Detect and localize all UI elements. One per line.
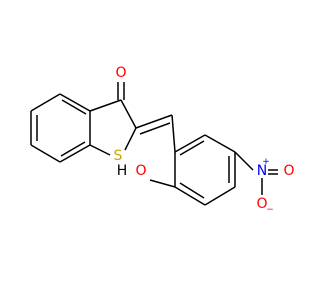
atom-nitro-nitrogen: N [257,163,267,179]
bond-exocyclic-2 [139,122,171,135]
atom-nitro-oxygen-bottom: O [256,196,267,212]
charge-nitro-oxygen: − [266,205,274,215]
bond-c3-c2 [120,99,137,129]
bonds [30,82,278,206]
charge-nitro-nitrogen: + [262,157,270,167]
bond-aryl-6-inner [179,140,205,156]
bond-benzo-1-inner [61,99,87,115]
bond-c3a-c3 [89,99,122,112]
bond-exocyclic-1 [135,114,173,129]
atom-carbonyl-oxygen: O [115,65,126,81]
bond-benzo-3-inner [60,141,86,157]
atom-hydroxyl-hydrogen: H [117,163,128,179]
bond-aryl-5 [204,134,236,153]
bond-ch-aryl [171,114,176,153]
atom-nitro-oxygen-right: O [283,163,294,179]
bond-benzo-4 [30,144,61,163]
bond-aryl-2-inner [179,182,205,199]
bond-aryl-6 [174,134,206,153]
bond-benzo-3 [59,144,91,163]
atom-sulfur: S [114,148,123,164]
bond-benzo-6 [30,93,61,112]
bond-s-c2 [124,127,137,151]
bond-aryl-2 [174,186,206,206]
bond-aryl-3 [204,186,236,206]
bond-benzo-1 [59,93,91,112]
bond-c-n [234,151,254,171]
bond-c7a-s [89,144,111,156]
bond-c-oh [149,179,176,188]
atom-hydroxyl-oxygen: O [135,163,146,179]
